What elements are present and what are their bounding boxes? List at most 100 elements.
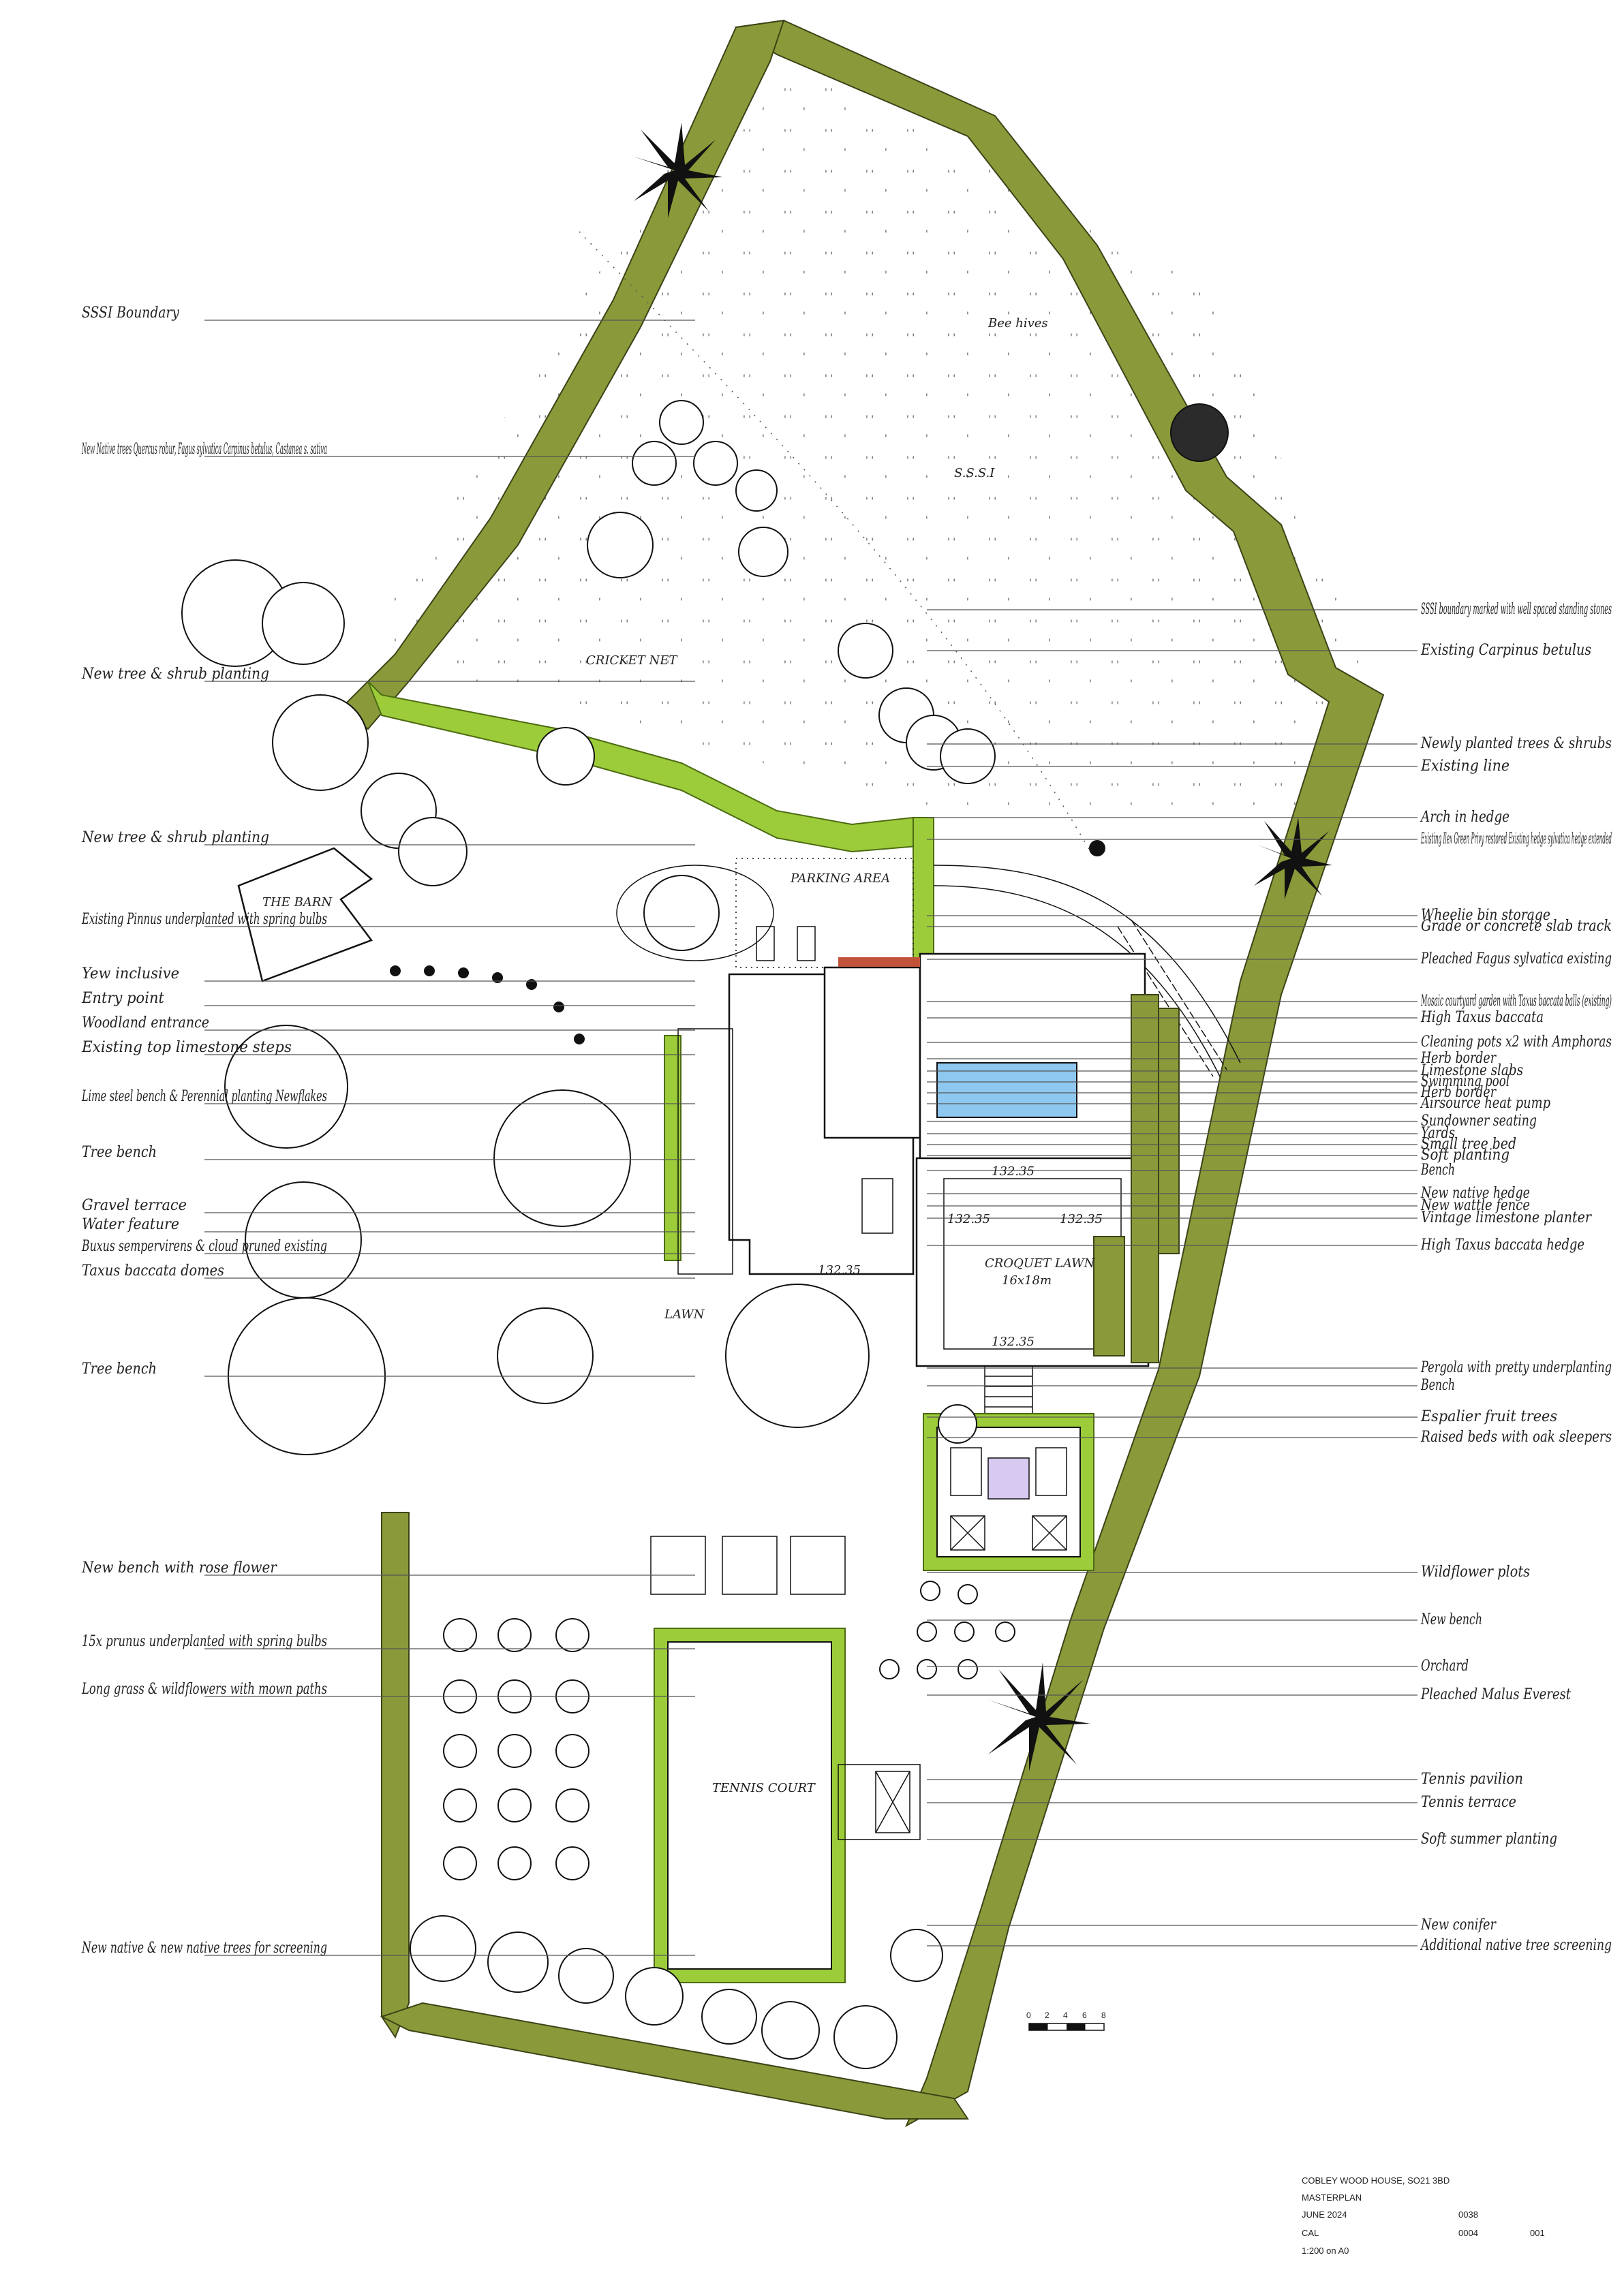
tb-dwg-no: 0004 (1458, 2228, 1478, 2238)
label-tennis-pavilion: Tennis pavilion (1421, 1771, 1523, 1788)
label-tree-bench-2: Tree bench (82, 1361, 157, 1378)
label-existing-carpinus: Existing Carpinus betulus (1420, 642, 1591, 659)
level-1: 132.35 (992, 1164, 1035, 1179)
label-wheelie-bin: Wheelie bin storage (1421, 907, 1550, 924)
label-water-feature: Water feature (82, 1216, 179, 1233)
scale-tick-4: 4 (1063, 2011, 1068, 2020)
label-new-native-hedge: New native hedge (1420, 1185, 1530, 1202)
level-4: 132.35 (992, 1335, 1035, 1349)
label-cleaning-pots: Cleaning pots x2 with Amphoras (1421, 1034, 1612, 1051)
label-entry-point: Entry point (81, 990, 164, 1007)
label-lime-steel-bench: Lime steel bench & Perennial planting Ne… (81, 1088, 327, 1105)
label-buxus: Buxus sempervirens & cloud pruned existi… (81, 1238, 327, 1255)
label-swimming-pool: Swimming pool (1421, 1073, 1510, 1090)
croquet-lawn-area (915, 994, 1180, 1367)
mosaic-strip (838, 957, 920, 967)
level-5: 132.35 (818, 1263, 861, 1277)
label-new-conifer: New conifer (1420, 1917, 1497, 1934)
trees (181, 400, 1229, 1455)
label-high-taxus-1: High Taxus baccata (1420, 1009, 1544, 1026)
label-pergola: Pergola with pretty underplanting (1420, 1359, 1612, 1376)
label-existing-line: Existing line (1420, 758, 1510, 775)
screening-trees (410, 1915, 943, 2069)
label-existing-pinnus: Existing Pinnus underplanted with spring… (81, 911, 327, 928)
label-additional-native: Additional native tree screening (1420, 1937, 1612, 1954)
steps (984, 1365, 1033, 1421)
tb-rev: 001 (1530, 2228, 1545, 2238)
label-high-taxus-hedge: High Taxus baccata hedge (1420, 1237, 1584, 1254)
label-tennis-court: TENNIS COURT (712, 1781, 816, 1795)
label-arch-in-hedge: Arch in hedge (1420, 809, 1510, 826)
label-sundowner-seating: Sundowner seating (1421, 1113, 1537, 1130)
scale-tick-8: 8 (1101, 2011, 1106, 2020)
label-yards: Yards (1421, 1125, 1455, 1142)
swimming-pool (936, 1062, 1077, 1118)
label-prunus: 15x prunus underplanted with spring bulb… (82, 1633, 327, 1650)
label-herb-border-2: Herb border (1420, 1084, 1497, 1101)
gravel-terrace (677, 1028, 733, 1275)
label-tree-bench-1: Tree bench (82, 1144, 157, 1161)
level-2: 132.35 (947, 1212, 990, 1226)
label-new-wattle-fence: New wattle fence (1420, 1197, 1530, 1214)
label-small-tree-bed: Small tree bed (1421, 1136, 1516, 1153)
label-gravel-terrace: Gravel terrace (82, 1197, 187, 1214)
label-sssi: S.S.S.I (954, 466, 995, 480)
label-sssi-boundary-marked: SSSI boundary marked with well spaced st… (1421, 601, 1612, 618)
label-existing-limestone: Existing top limestone steps (81, 1039, 292, 1056)
scale-tick-2: 2 (1045, 2011, 1050, 2020)
label-herb-border: Herb border (1420, 1050, 1497, 1067)
label-pleached-malus: Pleached Malus Everest (1420, 1686, 1571, 1703)
scale-tick-6: 6 (1082, 2011, 1087, 2020)
sssi-meadow (382, 41, 1370, 818)
label-soft-planting: Soft planting (1421, 1147, 1510, 1164)
label-the-barn: THE BARN (262, 895, 333, 910)
label-espalier: Espalier fruit trees (1420, 1408, 1557, 1425)
label-new-native-screening: New native & new native trees for screen… (81, 1940, 327, 1957)
label-limestone-slabs: Limestone slabs (1420, 1062, 1523, 1079)
tb-author: CAL (1302, 2228, 1319, 2238)
label-sssi-boundary: SSSI Boundary (82, 305, 179, 322)
label-raised-beds: Raised beds with oak sleepers (1420, 1429, 1612, 1446)
label-orchard: Orchard (1421, 1658, 1469, 1675)
label-parking-area: PARKING AREA (790, 871, 890, 886)
label-cricket-net: CRICKET NET (586, 653, 678, 668)
main-house (728, 952, 1146, 1275)
label-vintage-limestone: Vintage limestone planter (1421, 1209, 1592, 1226)
label-bench-1: Bench (1420, 1162, 1455, 1179)
label-bee-hives: Bee hives (987, 316, 1048, 330)
title-block: COBLEY WOOD HOUSE, SO21 3BD MASTERPLAN J… (1302, 2175, 1545, 2256)
label-woodland-entrance: Woodland entrance (82, 1014, 209, 1031)
label-long-grass: Long grass & wildflowers with mown paths (81, 1681, 327, 1698)
tennis-court (654, 1628, 921, 1983)
label-croquet-lawn: CROQUET LAWN (985, 1256, 1096, 1271)
mown-path (579, 231, 1091, 852)
cricket-net-oval (616, 865, 774, 961)
scale-bar: 0 2 4 6 8 (1026, 2011, 1106, 2031)
tb-scale: 1:200 on A0 (1302, 2246, 1349, 2256)
right-leaders: SSSI boundary marked with well spaced st… (927, 601, 1612, 1954)
label-new-tree-shrub-planting-1: New tree & shrub planting (81, 666, 269, 683)
label-new-bench: New bench (1420, 1611, 1482, 1628)
label-new-native-trees: New Native trees Quercus robur, Fagus sy… (82, 441, 327, 458)
label-new-tree-shrub-planting-2: New tree & shrub planting (81, 829, 269, 846)
label-pleached-fagus: Pleached Fagus sylvatica existing (1420, 950, 1612, 967)
dining-table (861, 1178, 893, 1234)
label-existing-hedge-restored: Existing Ilex Green Privy restored Exist… (1421, 831, 1612, 848)
level-3: 132.35 (1060, 1212, 1103, 1226)
label-mosaic-courtyard: Mosaic courtyard garden with Taxus bacca… (1421, 993, 1612, 1010)
label-grade-or-concrete: Grade or concrete slab track (1421, 918, 1612, 935)
label-wildflower-plots: Wildflower plots (1421, 1564, 1530, 1581)
stepping-dots (390, 840, 1105, 1044)
orchard-trees (443, 1581, 1015, 1880)
label-new-bench-rose: New bench with rose flower (81, 1560, 277, 1577)
tb-job-no: 0038 (1458, 2209, 1478, 2220)
wildflower-plots (650, 1536, 846, 1595)
label-soft-summer-planting: Soft summer planting (1421, 1831, 1557, 1848)
tb-drawing: MASTERPLAN (1302, 2192, 1362, 2203)
scale-tick-0: 0 (1026, 2011, 1031, 2020)
label-airsource-heat-pump: Airsource heat pump (1420, 1095, 1550, 1112)
label-lawn: LAWN (664, 1307, 705, 1322)
tb-date: JUNE 2024 (1302, 2209, 1347, 2220)
